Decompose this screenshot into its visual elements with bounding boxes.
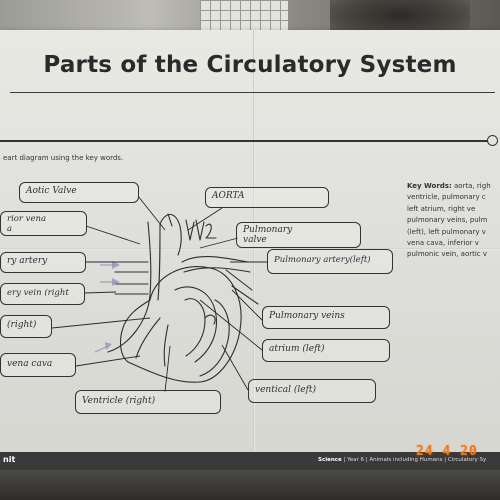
vena-cava-outline	[107, 221, 152, 353]
key-words-label: Key Words:	[407, 182, 452, 190]
label-pulmonary-artery-right: ry artery	[0, 252, 86, 273]
key-words-line-1: ventricle, pulmonary c	[407, 193, 486, 202]
key-words-line-6: pulmonic vein, aortic v	[407, 250, 488, 259]
key-words-line-4: (left), left pulmonary v	[407, 227, 486, 236]
key-words-panel: Key Words: aorta, righ ventricle, pulmon…	[407, 181, 500, 271]
worksheet-instruction: eart diagram using the key words.	[3, 154, 124, 162]
worksheet-title: Parts of the Circulatory System	[43, 52, 457, 78]
label-ventricle-right: Ventricle (right)	[75, 390, 221, 414]
sheet-fold-horizontal	[0, 248, 500, 250]
camera-date-stamp: 24 4 20	[416, 444, 478, 459]
heart-outline	[119, 266, 242, 383]
sheet-fold-vertical	[253, 30, 255, 470]
footer-breadcrumb: Science | Year 6 | Animals including Hum…	[318, 457, 487, 463]
aorta-arch	[159, 213, 182, 256]
label-aortic-valve: Aotic Valve	[19, 182, 139, 203]
task-marker-icon	[487, 135, 498, 146]
background-desk-bottom	[0, 470, 500, 500]
label-pulmonary-vein-right: ery vein (right	[0, 283, 85, 305]
task-divider	[0, 140, 488, 142]
worksheet-sheet	[0, 30, 500, 470]
label-ventricle-left: ventical (left)	[248, 379, 376, 403]
label-aorta: AORTA	[205, 187, 329, 208]
key-words-line-3: pulmonary veins, pulm	[407, 216, 488, 225]
key-words-line-0: Key Words: aorta, righ	[407, 182, 491, 190]
key-words-line-2: left atrium, right ve	[407, 204, 476, 213]
vena-cava-inner	[157, 223, 161, 301]
title-divider	[10, 92, 495, 93]
label-pulmonary-artery-left: Pulmonary artery(left)	[267, 249, 393, 274]
label-pulmonary-veins: Pulmonary veins	[262, 306, 390, 329]
footer-brand: nit	[3, 455, 16, 464]
label-vena-cava-bottom: vena cava	[0, 353, 76, 377]
label-pulmonary-valve: Pulmonary valve	[236, 222, 361, 248]
label-atrium-left: atrium (left)	[262, 339, 390, 362]
label-right: (right)	[0, 315, 52, 338]
worksheet-footer: nit Science | Year 6 | Animals including…	[0, 452, 500, 470]
label-vena-cava-top: rior vena a	[0, 211, 87, 236]
key-words-line-5: vena cava, inferior v	[407, 239, 479, 248]
